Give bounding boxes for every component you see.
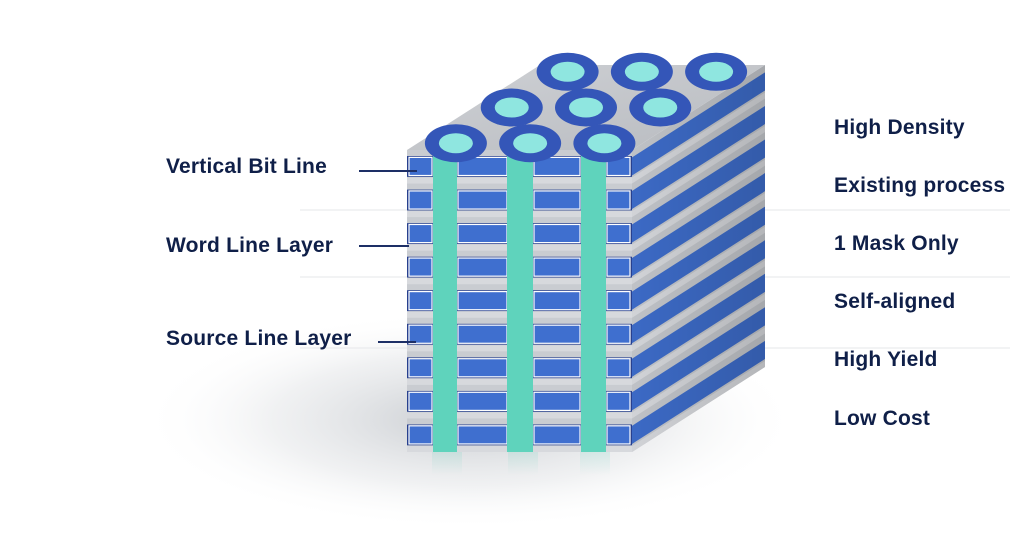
leader-source-line-layer [378, 341, 416, 343]
bit-line-core [513, 133, 548, 154]
word-line-segment [533, 391, 581, 411]
bit-line-core [587, 133, 622, 154]
word-line-segment [533, 358, 581, 378]
word-line-segment [606, 291, 631, 311]
word-line-segment [533, 425, 581, 445]
word-line-segment [457, 358, 508, 378]
bit-line-core [569, 97, 603, 118]
word-line-segment [606, 324, 631, 344]
label-self-aligned: Self-aligned [834, 290, 956, 313]
word-line-segment [606, 358, 631, 378]
vertical-bit-line-pillar [507, 152, 533, 452]
right-face-shade [632, 65, 765, 452]
word-line-segment [408, 257, 433, 277]
word-line-segment [533, 291, 581, 311]
word-line-segment [533, 190, 581, 210]
word-line-segment [457, 324, 508, 344]
word-line-segment [606, 391, 631, 411]
word-line-segment [606, 223, 631, 244]
word-line-segment [408, 324, 433, 344]
bit-line-core [643, 97, 678, 118]
bit-line-core [624, 61, 659, 82]
label-high-density: High Density [834, 116, 965, 139]
word-line-segment [457, 425, 508, 445]
bit-line-core [550, 61, 585, 82]
label-high-yield: High Yield [834, 348, 938, 371]
word-line-segment [533, 324, 581, 344]
word-line-segment [408, 391, 433, 411]
bit-line-core [494, 97, 529, 118]
word-line-segment [408, 156, 433, 177]
word-line-segment [457, 291, 508, 311]
word-line-segment [533, 223, 581, 244]
word-line-segment [457, 391, 508, 411]
word-line-segment [408, 291, 433, 311]
leader-vertical-bit-line [359, 170, 417, 172]
word-line-segment [606, 425, 631, 445]
label-low-cost: Low Cost [834, 407, 931, 430]
label-vertical-bit-line: Vertical Bit Line [166, 155, 327, 178]
vertical-bit-line-pillar [581, 152, 606, 452]
label-source-line-layer: Source Line Layer [166, 327, 352, 350]
label-word-line-layer: Word Line Layer [166, 234, 334, 257]
bit-line-core [699, 61, 734, 82]
word-line-segment [408, 358, 433, 378]
word-line-segment [408, 223, 433, 244]
word-line-segment [606, 190, 631, 210]
label-existing-process: Existing process [834, 174, 1006, 197]
word-line-segment [457, 190, 508, 210]
word-line-segment [408, 190, 433, 210]
bit-line-core [438, 133, 473, 154]
word-line-segment [408, 425, 433, 445]
word-line-segment [457, 257, 508, 277]
vertical-bit-line-pillar [433, 152, 457, 452]
word-line-segment [533, 156, 581, 177]
word-line-segment [457, 223, 508, 244]
label-1-mask-only: 1 Mask Only [834, 232, 959, 255]
leader-word-line-layer [359, 245, 409, 247]
word-line-segment [533, 257, 581, 277]
word-line-segment [606, 257, 631, 277]
